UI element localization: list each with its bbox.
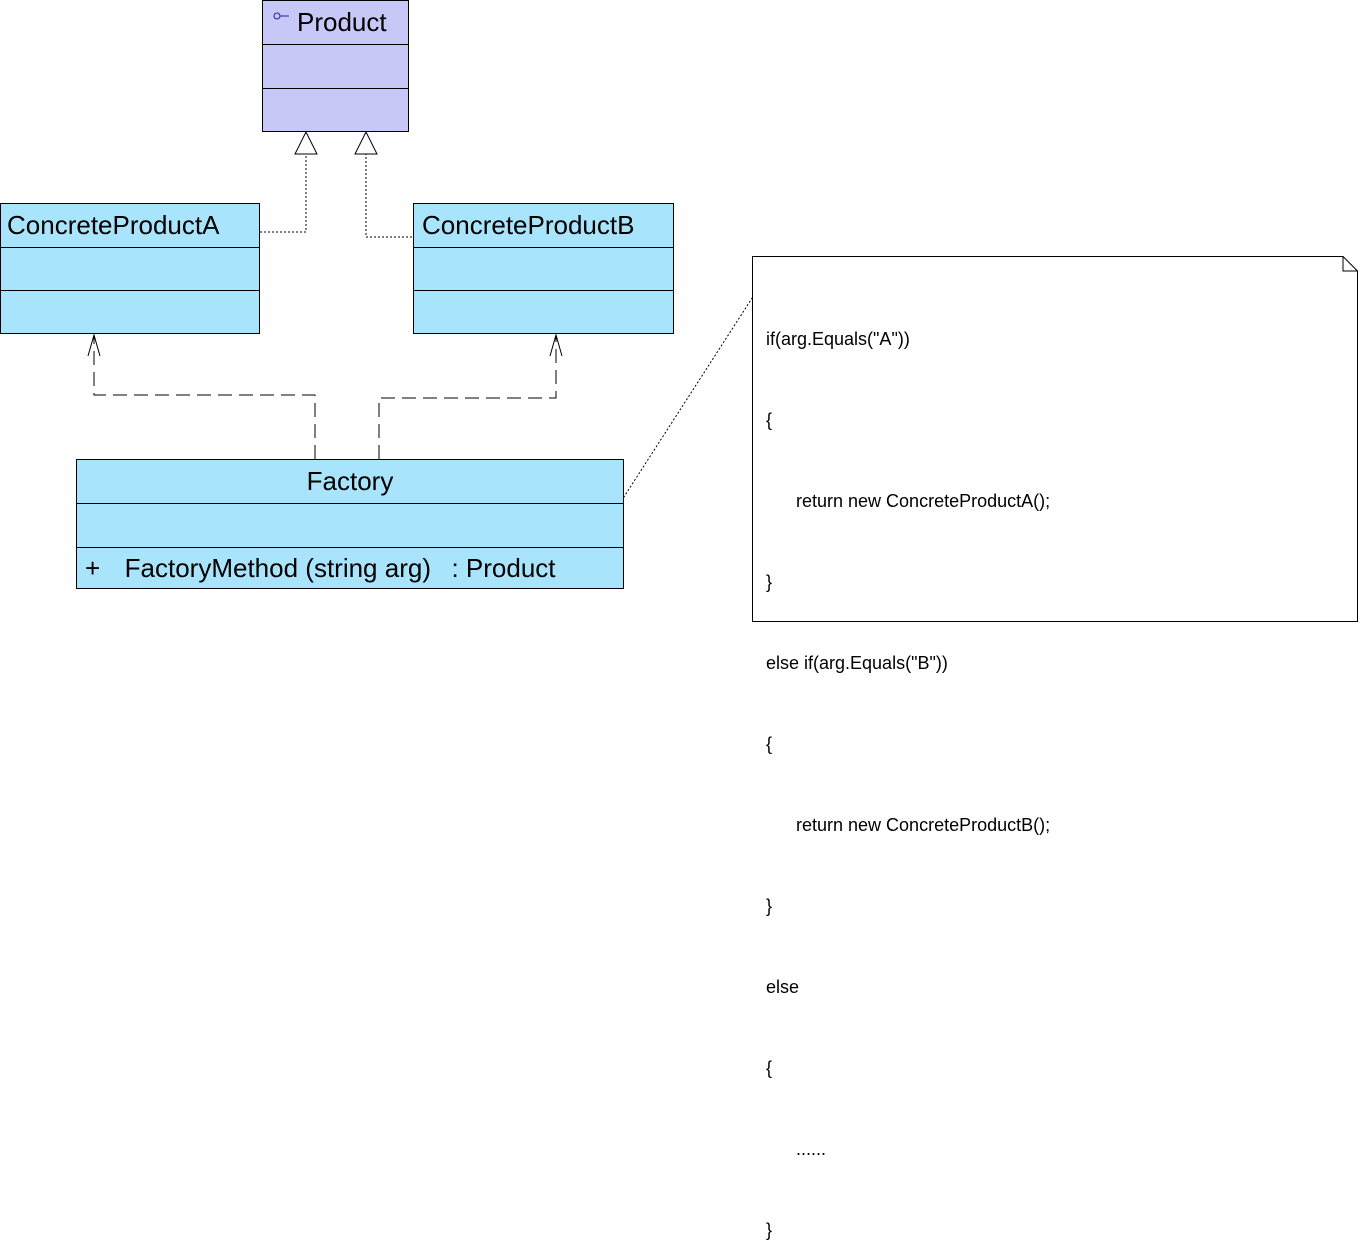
concrete-product-a-attributes: [1, 248, 259, 291]
note-line: if(arg.Equals("A")): [766, 329, 910, 349]
concrete-product-a-operations: [1, 291, 259, 333]
note-line: {: [766, 410, 773, 430]
note-line: else if(arg.Equals("B")): [766, 653, 948, 673]
dependency-b-line: [378, 335, 557, 459]
note-line: {: [766, 734, 773, 754]
concrete-product-b-header: ConcreteProductB: [414, 204, 673, 248]
factory-operations-compartment: + FactoryMethod (string arg) : Product: [77, 548, 623, 588]
factory-method-signature: FactoryMethod (string arg): [124, 553, 431, 583]
note-code: if(arg.Equals("A")) { return new Concret…: [766, 272, 1050, 1248]
factory-class[interactable]: Factory + FactoryMethod (string arg) : P…: [76, 459, 624, 589]
note-line: }: [766, 572, 773, 592]
factory-method-return-type: : Product: [451, 553, 556, 583]
product-class[interactable]: Product: [262, 0, 409, 132]
dependency-b-arrowhead: [549, 333, 563, 357]
note-line: }: [766, 1220, 773, 1240]
note-line: ......: [766, 1139, 827, 1159]
factory-attributes-compartment: [77, 504, 623, 548]
product-attributes-compartment: [263, 45, 408, 89]
interface-icon: [273, 12, 289, 20]
product-operations-compartment: [263, 89, 408, 131]
realization-b-arrowhead: [354, 130, 378, 155]
product-class-header: Product: [263, 1, 408, 45]
note-shape: [752, 256, 1358, 622]
concrete-product-b-attributes: [414, 248, 673, 291]
realization-a-line: [260, 154, 307, 233]
dependency-a-arrowhead: [87, 333, 101, 357]
note-line: }: [766, 896, 773, 916]
factory-method-visibility: +: [85, 553, 101, 583]
note-line: return new ConcreteProductB();: [766, 815, 1051, 835]
realization-a-arrowhead: [294, 130, 318, 155]
dependency-a-line: [93, 335, 316, 459]
concrete-product-a-header: ConcreteProductA: [1, 204, 259, 248]
concrete-product-b-name: ConcreteProductB: [422, 210, 635, 240]
concrete-product-a-name: ConcreteProductA: [7, 210, 220, 240]
connectors-layer: [87, 130, 757, 549]
product-class-name: Product: [297, 7, 387, 37]
realization-b-line: [365, 154, 412, 238]
code-note[interactable]: if(arg.Equals("A")) { return new Concret…: [752, 256, 1358, 1240]
note-line: else: [766, 977, 800, 997]
note-anchor-line: [590, 291, 757, 549]
note-line: {: [766, 1058, 773, 1078]
concrete-product-b-operations: [414, 291, 673, 333]
factory-class-name: Factory: [306, 466, 394, 496]
concrete-product-b-class[interactable]: ConcreteProductB: [413, 203, 674, 334]
note-line: return new ConcreteProductA();: [766, 491, 1051, 511]
concrete-product-a-class[interactable]: ConcreteProductA: [0, 203, 260, 334]
factory-class-header: Factory: [77, 460, 623, 504]
